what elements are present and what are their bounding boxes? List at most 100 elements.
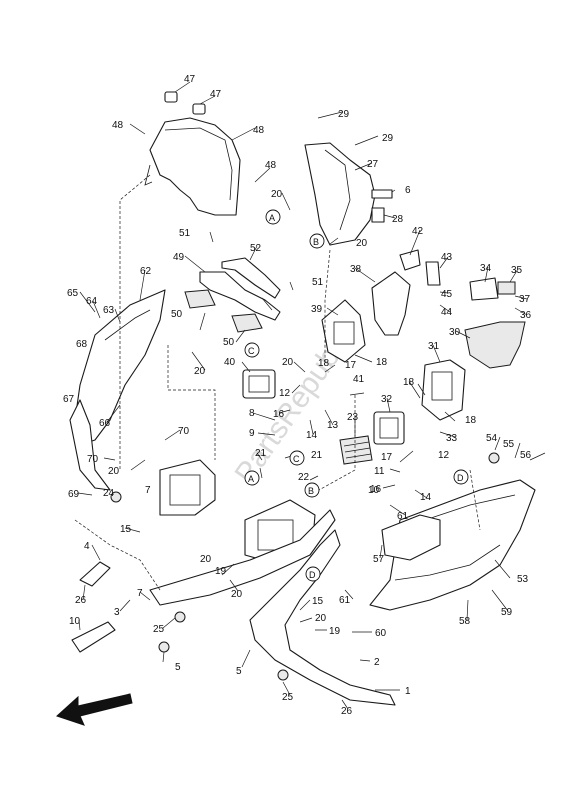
callout-70: 70 bbox=[178, 426, 190, 437]
callout-69: 69 bbox=[68, 489, 80, 500]
bracket-39 bbox=[321, 299, 366, 363]
callout-58: 58 bbox=[459, 616, 471, 627]
front-upper-cover bbox=[304, 142, 376, 246]
grommet-25b bbox=[277, 669, 289, 681]
callout-10: 10 bbox=[69, 616, 81, 627]
callout-9: 9 bbox=[249, 428, 255, 439]
bracket-31 bbox=[421, 359, 466, 421]
parts-artwork bbox=[69, 91, 536, 706]
pad-50b bbox=[231, 313, 263, 333]
callout-17: 17 bbox=[381, 452, 393, 463]
callout-29: 29 bbox=[382, 133, 394, 144]
callout-61: 61 bbox=[339, 595, 351, 606]
callout-50: 50 bbox=[171, 309, 183, 320]
callout-4: 4 bbox=[84, 541, 90, 552]
callout-63: 63 bbox=[103, 305, 115, 316]
callout-32: 32 bbox=[381, 394, 393, 405]
callout-28: 28 bbox=[392, 214, 404, 225]
svg-text:C: C bbox=[293, 454, 300, 464]
clip-43 bbox=[425, 261, 441, 286]
lower-panel-10 bbox=[71, 621, 116, 653]
callout-49: 49 bbox=[173, 252, 185, 263]
callout-1: 1 bbox=[405, 686, 411, 697]
callout-51: 51 bbox=[179, 228, 191, 239]
bracket-28 bbox=[371, 207, 385, 223]
callout-5: 5 bbox=[236, 666, 242, 677]
callout-21: 21 bbox=[311, 450, 323, 461]
callout-29: 29 bbox=[338, 109, 350, 120]
callout-5: 5 bbox=[175, 662, 181, 673]
callout-31: 31 bbox=[428, 341, 440, 352]
callout-8: 8 bbox=[249, 408, 255, 419]
bracket-52 bbox=[221, 257, 281, 299]
callout-18: 18 bbox=[376, 357, 388, 368]
callout-48: 48 bbox=[265, 160, 277, 171]
callout-35: 35 bbox=[511, 265, 523, 276]
callout-53: 53 bbox=[517, 574, 529, 585]
callout-67: 67 bbox=[63, 394, 75, 405]
clip-42 bbox=[399, 249, 421, 271]
callout-21: 21 bbox=[255, 448, 267, 459]
callout-17: 17 bbox=[345, 360, 357, 371]
trim-4 bbox=[79, 561, 111, 587]
svg-text:C: C bbox=[248, 346, 255, 356]
callout-66: 66 bbox=[99, 418, 111, 429]
bracket-57 bbox=[381, 514, 441, 561]
callout-20: 20 bbox=[194, 366, 206, 377]
callout-27: 27 bbox=[367, 159, 379, 170]
grommet-25a bbox=[174, 611, 186, 623]
callout-26: 26 bbox=[75, 595, 87, 606]
inner-top-cover bbox=[149, 117, 241, 216]
dashed-guides bbox=[74, 174, 481, 591]
callout-3: 3 bbox=[114, 607, 120, 618]
frame-32 bbox=[373, 411, 405, 445]
callout-11: 11 bbox=[374, 466, 385, 477]
grommet-24 bbox=[110, 491, 122, 503]
callout-12: 12 bbox=[438, 450, 450, 461]
callout-51: 51 bbox=[312, 277, 324, 288]
bracket-6 bbox=[371, 189, 393, 199]
callout-54: 54 bbox=[486, 433, 498, 444]
ref-marker-d: D bbox=[453, 469, 469, 485]
callout-2: 2 bbox=[374, 657, 380, 668]
ref-marker-a: A bbox=[244, 470, 260, 486]
clip-35 bbox=[497, 281, 516, 295]
callout-39: 39 bbox=[311, 304, 323, 315]
callout-62: 62 bbox=[140, 266, 152, 277]
callout-57: 57 bbox=[373, 554, 385, 565]
callout-20: 20 bbox=[271, 189, 283, 200]
svg-text:A: A bbox=[269, 213, 275, 223]
stay-38 bbox=[371, 271, 411, 336]
ref-marker-d: D bbox=[305, 566, 321, 582]
cap-47b bbox=[192, 103, 206, 115]
callout-41: 41 bbox=[353, 374, 365, 385]
callout-60: 60 bbox=[375, 628, 387, 639]
left-lower-strip bbox=[69, 399, 111, 491]
svg-text:D: D bbox=[457, 473, 464, 483]
ref-marker-b: B bbox=[304, 482, 320, 498]
callout-23: 23 bbox=[347, 412, 359, 423]
svg-text:B: B bbox=[308, 486, 314, 496]
callout-16: 16 bbox=[370, 484, 382, 495]
leader-lines bbox=[77, 81, 546, 710]
callout-43: 43 bbox=[441, 252, 453, 263]
ref-marker-c: C bbox=[289, 450, 305, 466]
callout-42: 42 bbox=[412, 226, 424, 237]
callout-47: 47 bbox=[210, 89, 222, 100]
callout-52: 52 bbox=[250, 243, 262, 254]
svg-text:A: A bbox=[248, 474, 254, 484]
right-upper-cover bbox=[464, 321, 526, 369]
callout-25: 25 bbox=[282, 692, 294, 703]
callout-7: 7 bbox=[145, 485, 151, 496]
callout-26: 26 bbox=[341, 706, 353, 717]
callout-44: 44 bbox=[441, 307, 453, 318]
ref-marker-b: B bbox=[309, 233, 325, 249]
callout-56: 56 bbox=[520, 450, 532, 461]
callout-45: 45 bbox=[441, 289, 453, 300]
callout-6: 6 bbox=[405, 185, 411, 196]
callout-36: 36 bbox=[520, 310, 532, 321]
grommet-5a bbox=[158, 641, 170, 653]
callout-48: 48 bbox=[112, 120, 124, 131]
callout-68: 68 bbox=[76, 339, 88, 350]
